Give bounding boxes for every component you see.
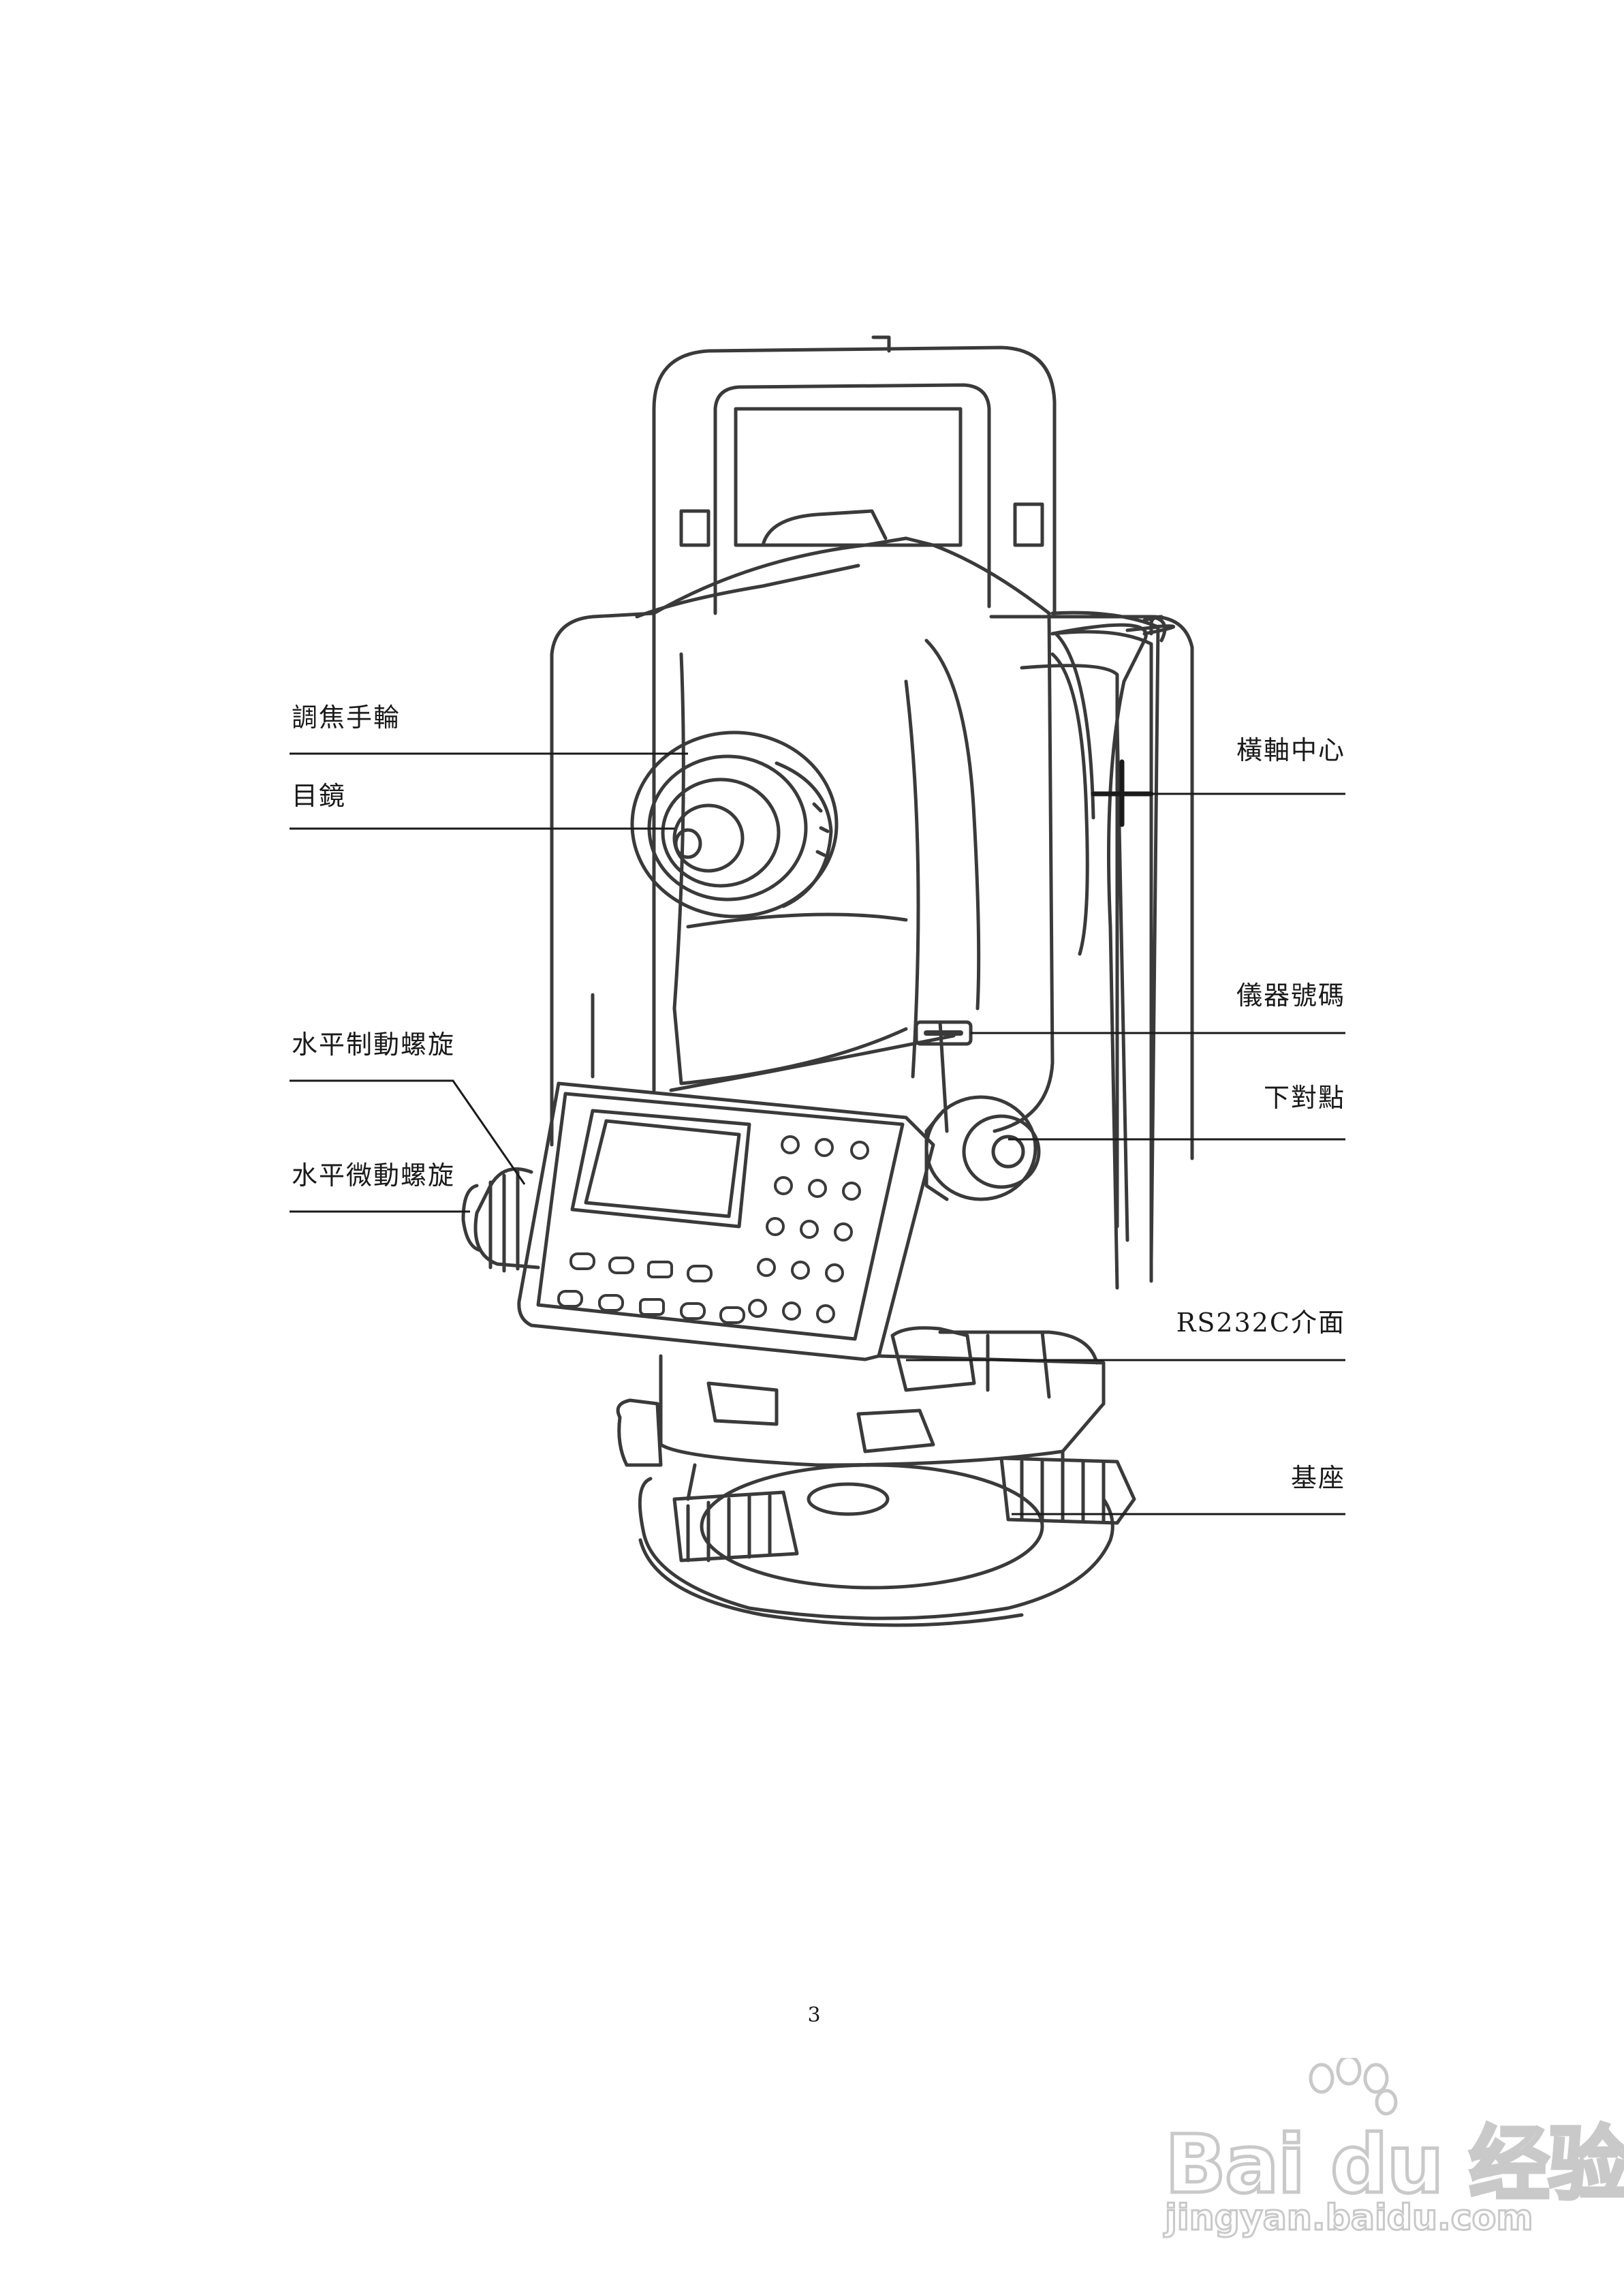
carrying-handle — [652, 335, 1057, 629]
page-number: 3 — [807, 2003, 821, 2027]
label-focus-ring: 調焦手輪 — [292, 703, 401, 733]
label-h-tangent: 水平微動螺旋 — [292, 1160, 456, 1190]
rs232c-port — [877, 1326, 1106, 1406]
watermark-brand: Bai du 经验 — [1164, 2116, 1624, 2213]
right-standard — [1050, 615, 1176, 1290]
label-trunnion-center: 橫軸中心 — [1236, 735, 1345, 765]
label-rs232c: RS232C介面 — [1176, 1308, 1345, 1338]
label-h-clamp: 水平制動螺旋 — [292, 1030, 456, 1060]
tribrach-base — [616, 1354, 1136, 1627]
label-tribrach: 基座 — [1290, 1463, 1345, 1493]
label-eyepiece: 目鏡 — [292, 781, 347, 811]
label-serial-number: 儀器號碼 — [1236, 981, 1345, 1011]
baidu-paw-icon — [1309, 2058, 1398, 2116]
control-panel — [517, 1081, 935, 1361]
watermark-url: jingyan.baidu.com — [1164, 2197, 1535, 2240]
eyepiece-assembly — [630, 730, 839, 919]
leader-h-clamp — [290, 1079, 526, 1185]
horizontal-knobs — [461, 1167, 540, 1273]
instrument-body — [550, 536, 1194, 1283]
baidu-watermark: Bai du 经验 jingyan.baidu.com — [1158, 2058, 1624, 2255]
optical-plummet-knob — [924, 1095, 1041, 1201]
label-optical-plummet: 下對點 — [1263, 1083, 1345, 1113]
